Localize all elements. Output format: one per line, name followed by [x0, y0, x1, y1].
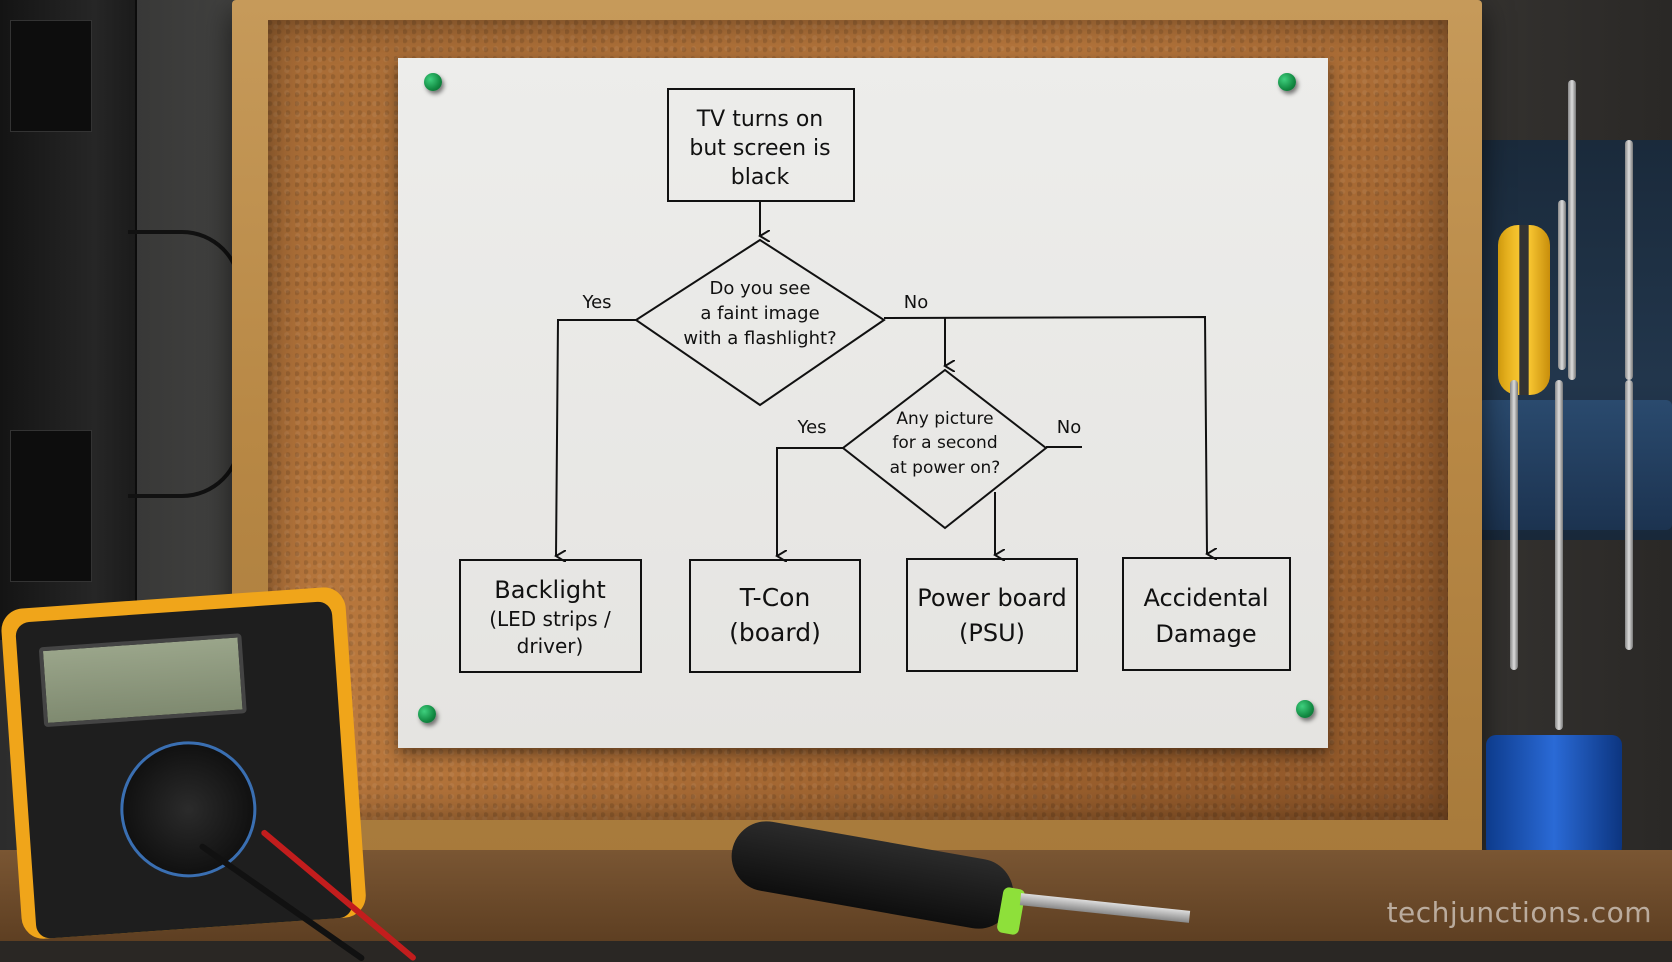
arrow-no-to-damage [883, 315, 1207, 554]
decision-picture-at-power-on [841, 368, 1048, 530]
flowchart-paper [398, 58, 1328, 748]
power-line-1: Power board [917, 584, 1067, 612]
damage-line-2: Damage [1155, 620, 1256, 648]
multimeter-dial [115, 736, 261, 882]
yes-label-1: Yes [581, 292, 611, 313]
no-label-2: No [1057, 417, 1081, 438]
pc-tower [0, 0, 137, 640]
decision1-line-2: a faint image [700, 303, 819, 324]
flowchart-diagram: TV turns on but screen is black Do you s… [459, 88, 1291, 673]
decision2-line-3: at power on? [890, 458, 1001, 478]
power-line-2: (PSU) [959, 619, 1025, 647]
damage-line-1: Accidental [1143, 584, 1268, 612]
outcome-backlight-box [459, 559, 642, 673]
yellow-screwdriver-icon [1498, 225, 1550, 395]
tool-rod [1510, 380, 1518, 670]
green-pushpin-icon [1296, 700, 1314, 718]
outcome-power-box [906, 558, 1078, 672]
tcon-line-2: (board) [729, 618, 821, 647]
start-line-1: TV turns on [696, 107, 824, 132]
multimeter-icon [0, 585, 368, 941]
backlight-line-2: (LED strips / [489, 607, 611, 631]
outcome-tcon-box [689, 559, 861, 673]
multimeter-display [38, 633, 247, 728]
green-pushpin-icon [424, 73, 442, 91]
decision1-line-3: with a flashlight? [683, 328, 836, 349]
arrow-yes-to-tcon [777, 447, 843, 556]
backlight-line-1: Backlight [494, 576, 605, 604]
tcon-line-1: T-Con [739, 583, 811, 612]
green-pushpin-icon [418, 705, 436, 723]
decision2-line-2: for a second [892, 433, 997, 453]
start-line-3: black [731, 165, 790, 190]
watermark: techjunctions.com [1386, 896, 1652, 929]
decision-faint-image [634, 238, 886, 407]
tool-rod [1558, 200, 1566, 370]
decision1-line-1: Do you see [710, 278, 811, 299]
backlight-line-3: driver) [517, 634, 584, 658]
arrow-yes-to-backlight [556, 319, 636, 556]
no-label-1: No [904, 292, 928, 313]
decision2-line-1: Any picture [896, 409, 993, 429]
tool-rod [1625, 140, 1633, 380]
yes-label-2: Yes [796, 417, 826, 438]
start-line-2: but screen is [689, 136, 830, 161]
green-pushpin-icon [1278, 73, 1296, 91]
outcome-damage-box [1122, 557, 1291, 671]
tool-rod [1568, 80, 1576, 380]
tool-rod [1555, 380, 1563, 730]
tool-rod [1625, 380, 1633, 650]
